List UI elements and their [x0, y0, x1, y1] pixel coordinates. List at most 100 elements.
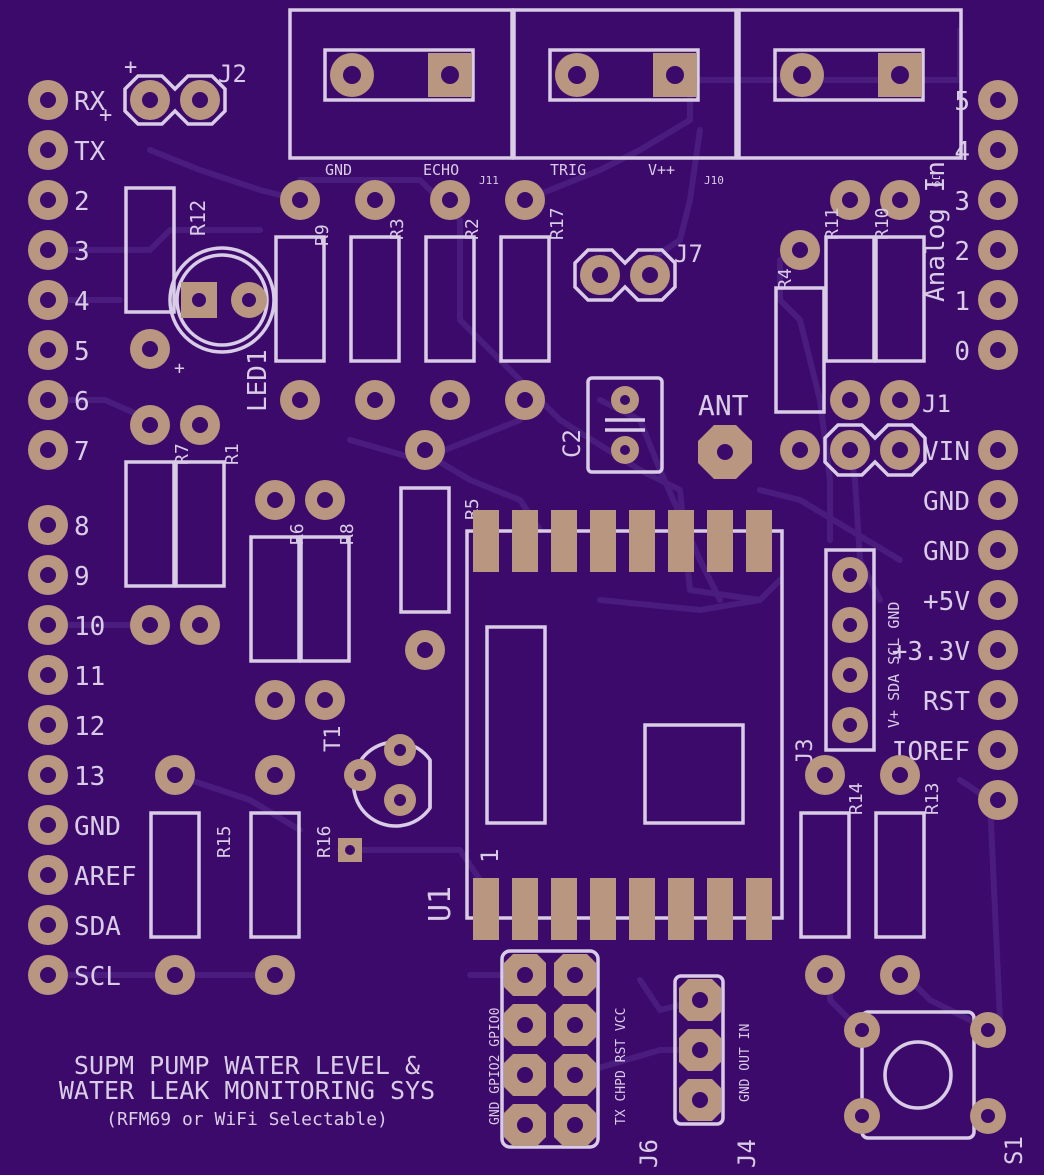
right-header-label: 0 — [954, 337, 970, 367]
u1-smd-pad — [668, 510, 694, 572]
left-header-label: RX — [74, 87, 106, 117]
label-j9: J9 — [929, 174, 942, 187]
u1-smd-pad — [473, 878, 499, 940]
left-header-label: 2 — [74, 187, 90, 217]
left-header-label: 12 — [74, 712, 105, 742]
right-header-label: GND — [923, 487, 970, 517]
j6-esp-header: GND GPIO2 GPIO0 TX CHPD RST VCC J6 — [488, 949, 663, 1168]
label-echo: ECHO — [423, 161, 459, 179]
antenna-pad: ANT — [698, 389, 752, 479]
j2-plus-sign: + — [124, 55, 137, 80]
left-header-label: 8 — [74, 512, 90, 542]
u1-smd-pad — [551, 878, 577, 940]
right-header-label: 2 — [954, 237, 970, 267]
title-line-1: SUPM PUMP WATER LEVEL & — [74, 1051, 420, 1080]
j2-jumper: J2 + + — [99, 55, 247, 128]
label-led1: LED1 — [243, 349, 273, 412]
right-header-label: VIN — [923, 437, 970, 467]
u1-smd-pad — [473, 510, 499, 572]
t1-transistor: T1 — [321, 726, 432, 828]
u1-smd-pad — [590, 878, 616, 940]
right-header-label: +3.3V — [892, 637, 970, 667]
right-header-label: RST — [923, 687, 970, 717]
resistor-group-right: R4 R11 R10 — [774, 180, 926, 470]
label-r17: R17 — [547, 207, 568, 240]
left-header-label: TX — [74, 137, 106, 167]
title-line-2: WATER LEAK MONITORING SYS — [59, 1076, 435, 1105]
board-title: SUPM PUMP WATER LEVEL & WATER LEAK MONIT… — [59, 1051, 435, 1130]
label-r11: R11 — [822, 207, 843, 240]
label-r13: R13 — [922, 782, 943, 815]
j6-left-pin-labels: GND GPIO2 GPIO0 — [488, 1008, 503, 1125]
label-r10: R10 — [872, 207, 893, 240]
j3-i2c-header: V+ SDA SCL GND J3 — [793, 548, 903, 765]
label-r15: R15 — [214, 825, 235, 858]
right-header-label: +5V — [923, 587, 970, 617]
u1-smd-pad — [746, 510, 772, 572]
j3-pin-labels: V+ SDA SCL GND — [885, 602, 903, 728]
label-s1: S1 — [1000, 1136, 1028, 1165]
j4-sensor-header: GND OUT IN J4 — [673, 974, 761, 1168]
label-u1: U1 — [423, 886, 458, 922]
right-header-label: 1 — [954, 287, 970, 317]
analog-in-label: Analog In — [921, 161, 951, 302]
u1-smd-pad — [551, 510, 577, 572]
j7-jumper: J7 — [573, 240, 703, 302]
right-header-label: 3 — [954, 187, 970, 217]
j6-right-pin-labels: TX CHPD RST VCC — [614, 1008, 629, 1125]
r12-led1: R12 + LED1 — [124, 186, 276, 412]
resistors-r15-r16: R15 R16 — [149, 755, 362, 995]
label-j4: J4 — [733, 1139, 761, 1168]
left-header-label: 4 — [74, 287, 90, 317]
left-header-label: 9 — [74, 562, 90, 592]
label-j7: J7 — [674, 240, 703, 268]
left-header-label: 5 — [74, 337, 90, 367]
u1-smd-pad — [707, 878, 733, 940]
label-j6: J6 — [635, 1139, 663, 1168]
label-r4: R4 — [775, 268, 796, 290]
j1-jumper: J1 — [823, 390, 951, 477]
right-header-label: GND — [923, 537, 970, 567]
label-gnd: GND — [325, 161, 352, 179]
left-header-label: GND — [74, 812, 121, 842]
j2-plus-sign-2: + — [99, 103, 112, 128]
label-vpp: V++ — [648, 161, 675, 179]
u1-pin-one-marker: 1 — [476, 849, 504, 863]
label-r1: R1 — [222, 443, 243, 465]
label-r2: R2 — [462, 218, 483, 240]
u1-smd-pad — [707, 510, 733, 572]
label-r14: R14 — [846, 782, 867, 815]
label-trig: TRIG — [550, 161, 586, 179]
label-j10: J10 — [704, 174, 724, 187]
u1-rf-module: 1 RX U1 — [423, 510, 784, 940]
title-line-3: (RFM69 or WiFi Selectable) — [106, 1109, 388, 1130]
label-j1: J1 — [922, 390, 951, 418]
label-r8: R8 — [337, 523, 358, 545]
left-header-label: 10 — [74, 612, 105, 642]
label-r12: R12 — [186, 200, 210, 236]
label-r7: R7 — [172, 443, 193, 465]
left-header-label: AREF — [74, 862, 137, 892]
left-header-label: SDA — [74, 912, 121, 942]
resistors-r7-r1: R7 R1 — [124, 405, 243, 645]
u1-smd-pad — [590, 510, 616, 572]
label-r3: R3 — [387, 218, 408, 240]
left-header-label: 7 — [74, 437, 90, 467]
label-r6: R6 — [287, 523, 308, 545]
u1-smd-pad — [512, 878, 538, 940]
s1-pushbutton: S1 — [844, 1010, 1028, 1165]
u1-smd-pad — [629, 510, 655, 572]
u1-smd-pad — [629, 878, 655, 940]
label-j11: J11 — [479, 174, 499, 187]
left-header-label: SCL — [74, 962, 121, 992]
resistors-r6-r8: R6 R8 — [249, 480, 358, 720]
left-header-label: 13 — [74, 762, 105, 792]
left-header-label: 11 — [74, 662, 105, 692]
j4-pin-labels: GND OUT IN — [738, 1024, 753, 1102]
label-c2: C2 — [558, 429, 586, 458]
terminal-blocks: GND ECHO J11 TRIG V++ J10 J9 — [288, 8, 963, 187]
label-r9: R9 — [312, 224, 333, 246]
